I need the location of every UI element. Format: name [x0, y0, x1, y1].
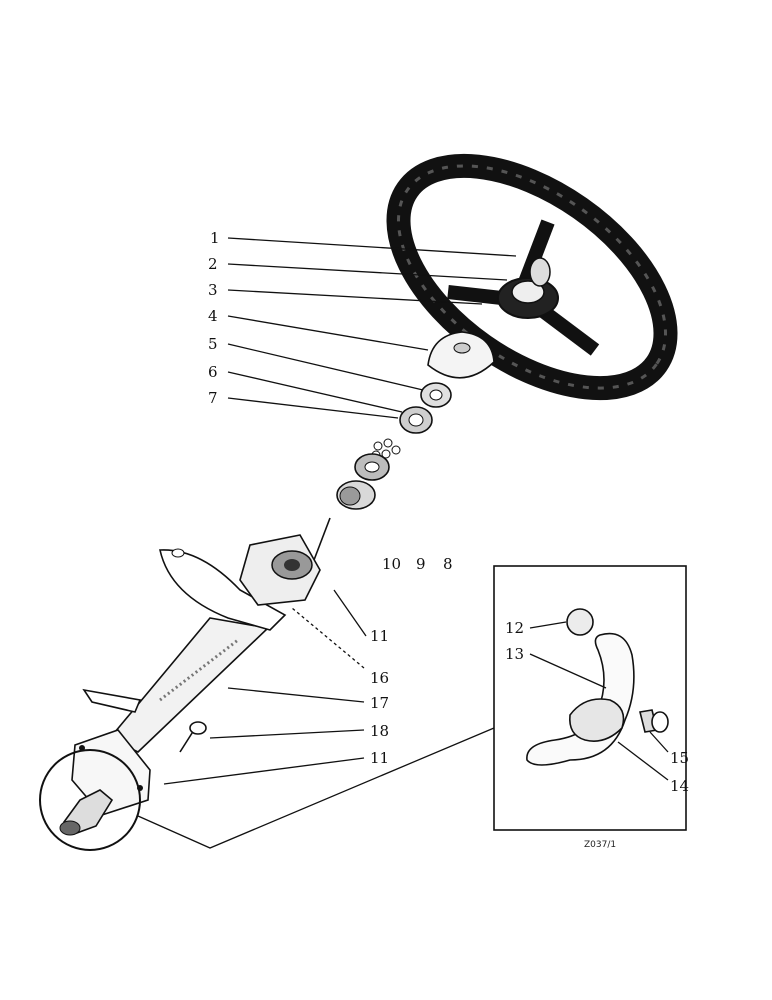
callout-16: 16 [370, 669, 389, 687]
callout-11-upper: 11 [370, 627, 389, 645]
steering-column [82, 517, 331, 753]
callout-1: 1 [210, 229, 220, 247]
universal-joint-detail [39, 749, 141, 851]
ball-bearings [371, 438, 401, 460]
callout-13: 13 [505, 645, 524, 663]
callout-labels: 1 2 3 4 5 6 7 10 9 8 11 16 17 18 11 12 1… [208, 229, 689, 850]
callout-14: 14 [670, 777, 689, 795]
callout-10: 10 [382, 555, 401, 573]
callout-18: 18 [370, 722, 389, 740]
callout-11-lower: 11 [370, 749, 389, 767]
callout-15: 15 [670, 749, 689, 767]
callout-5: 5 [208, 335, 218, 353]
callout-12: 12 [505, 619, 524, 637]
callout-3: 3 [208, 281, 218, 299]
bearing-race [354, 453, 390, 481]
bearing-cone [399, 406, 433, 434]
leader-lines [137, 237, 669, 849]
callout-2: 2 [208, 255, 218, 273]
column-bush [336, 480, 376, 510]
steering-wheel [386, 153, 678, 401]
callout-4: 4 [208, 307, 218, 325]
bolt [179, 721, 207, 753]
hub-cover [427, 331, 495, 379]
callout-17: 17 [370, 694, 389, 712]
callout-9: 9 [416, 555, 426, 573]
bearing-cup [420, 382, 452, 408]
callout-7: 7 [208, 389, 218, 407]
callout-8: 8 [443, 555, 453, 573]
callout-6: 6 [208, 363, 218, 381]
drawing-reference: Z037/1 [584, 840, 616, 850]
detail-inset-box [493, 565, 687, 831]
